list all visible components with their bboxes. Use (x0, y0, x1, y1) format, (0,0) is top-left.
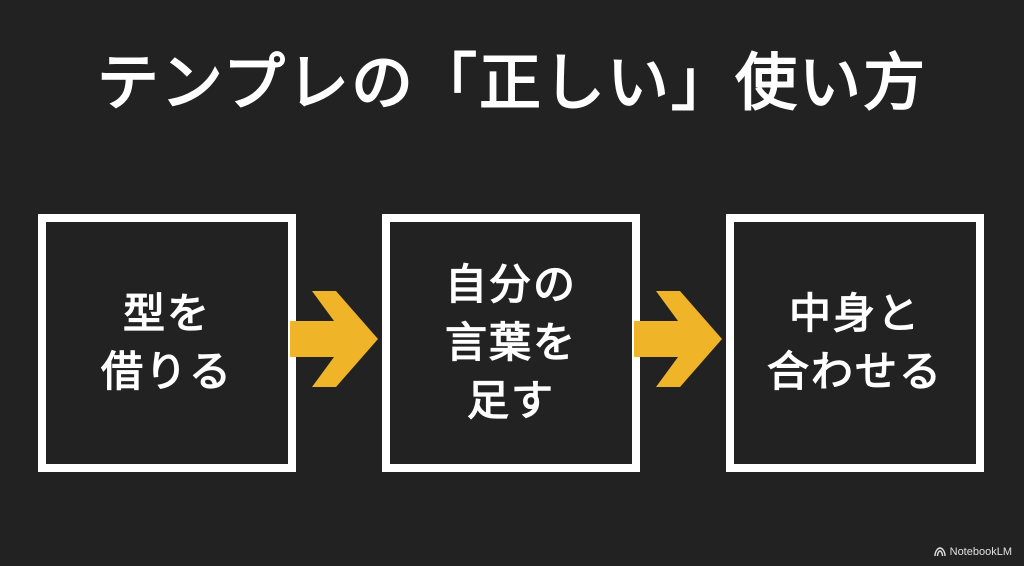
step-1-text: 型を 借りる (101, 285, 233, 401)
step-1-line-2: 借りる (100, 347, 233, 396)
step-3-line-2: 合わせる (766, 347, 943, 396)
step-2-line-3: 足す (466, 376, 555, 425)
step-1-line-1: 型を (122, 289, 211, 338)
step-2-text: 自分の 言葉を 足す (445, 256, 577, 430)
step-3-text: 中身と 合わせる (767, 285, 943, 401)
step-2-line-2: 言葉を (444, 318, 577, 367)
arrow-right-icon (290, 291, 378, 387)
brand-label: NotebookLM (949, 546, 1012, 558)
step-box-2: 自分の 言葉を 足す (382, 214, 640, 472)
slide-title: テンプレの「正しい」使い方 (96, 46, 928, 119)
step-box-1: 型を 借りる (38, 214, 296, 472)
arrow-right-icon (634, 291, 722, 387)
notebooklm-icon (933, 547, 946, 557)
step-box-3: 中身と 合わせる (726, 214, 984, 472)
step-2-line-1: 自分の (444, 260, 577, 309)
step-3-line-1: 中身と (788, 289, 921, 338)
brand-watermark: NotebookLM (933, 546, 1012, 558)
